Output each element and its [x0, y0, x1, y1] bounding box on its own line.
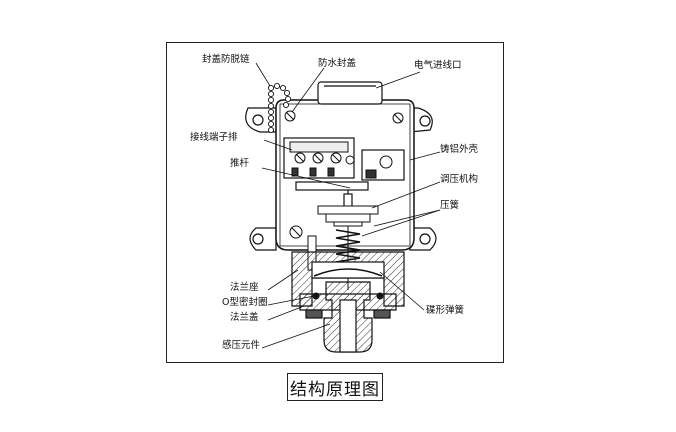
label-waterproof-cover: 防水封盖: [318, 57, 357, 69]
regulator-mechanism: [317, 205, 379, 227]
label-sensor: 感压元件: [222, 339, 261, 351]
label-cable-inlet: 电气进线口: [414, 59, 462, 71]
label-flange-cover: 法兰盖: [230, 311, 259, 323]
label-o-ring: O型密封圈: [222, 296, 267, 308]
flange-cover: [299, 293, 397, 319]
diagram-caption: 结构原理图: [287, 373, 383, 401]
disc-spring: [313, 268, 383, 277]
anti-drop-chain: [267, 82, 292, 134]
micro-switch: [361, 149, 405, 181]
label-regulator: 调压机构: [440, 173, 478, 185]
sensing-element: [323, 281, 373, 353]
cable-inlet: [317, 81, 383, 105]
bottom-mounting-ears: [249, 227, 437, 251]
label-push-rod: 推杆: [230, 157, 250, 169]
label-terminal-block: 接线端子排: [190, 131, 238, 143]
flange-seat: [291, 251, 405, 307]
label-chain: 封盖防脱链: [202, 53, 250, 65]
terminal-block: [283, 137, 355, 179]
leader-lines: [255, 62, 441, 349]
label-disc-spring: 碟形弹簧: [426, 304, 465, 316]
label-flange-seat: 法兰座: [230, 281, 259, 293]
label-housing: 铸铝外壳: [440, 143, 479, 155]
label-spring: 压簧: [440, 199, 460, 211]
cover-screws: [284, 110, 404, 124]
